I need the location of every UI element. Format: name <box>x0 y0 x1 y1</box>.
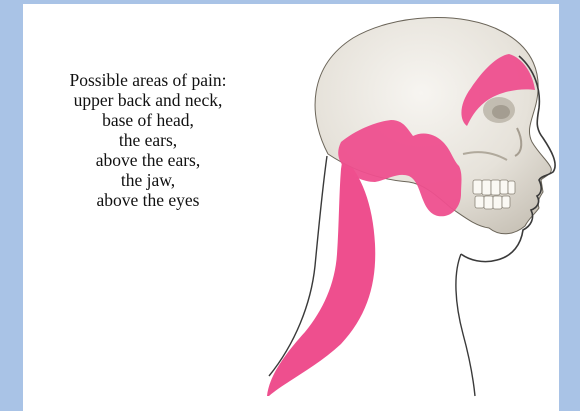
head-skull-illustration <box>23 4 559 411</box>
neck-front-outline <box>456 254 475 396</box>
figure-panel: Possible areas of pain: upper back and n… <box>23 4 559 411</box>
neck-pain-area <box>267 156 375 396</box>
